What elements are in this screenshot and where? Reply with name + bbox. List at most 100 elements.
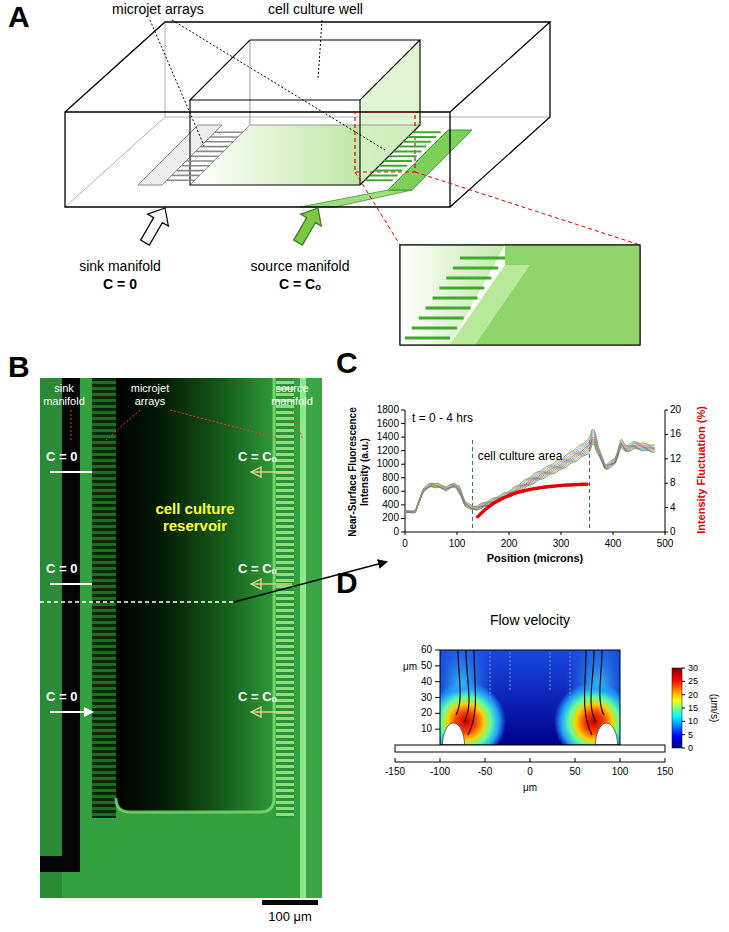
velocity-field: [440, 650, 620, 745]
axis-title: μm: [403, 661, 417, 673]
velocity-field: [490, 652, 570, 700]
concentration-label: C = Cₒ: [238, 562, 277, 577]
region-label: cell culture reservoir: [147, 500, 243, 535]
tick-label: 100: [449, 538, 466, 550]
tick-label: 4: [670, 502, 676, 514]
part-label: sink manifold: [36, 382, 92, 407]
concentration-label: C = Cₒ: [238, 690, 277, 705]
fluorescence-micrograph: [306, 378, 322, 898]
axis-title: Near-Surface Fluorescence Intensity (a.u…: [347, 387, 370, 557]
tick-label: 800: [382, 472, 399, 484]
tick-label: -50: [478, 766, 492, 778]
tick-label: 50: [421, 660, 432, 672]
tick-label: 1000: [377, 458, 399, 470]
tick-label: 16: [670, 429, 681, 441]
tick-label: 0: [393, 526, 399, 538]
device-schematic: [300, 190, 412, 207]
inlet-label: source manifold: [251, 258, 350, 274]
device-schematic: [355, 172, 640, 245]
colorbar-tick: 15: [688, 703, 698, 713]
axis-ticks: [395, 410, 685, 762]
tick-label: 150: [657, 766, 674, 778]
concentration-label: C = 0: [46, 690, 77, 705]
tick-label: 10: [421, 723, 432, 735]
tick-label: 20: [421, 708, 432, 720]
panel-letter: B: [8, 350, 30, 385]
tick-label: -150: [385, 766, 405, 778]
part-label: microjet arrays: [112, 1, 204, 17]
flow-velocity-plot: [443, 723, 618, 745]
colorbar-tick: 20: [688, 689, 698, 699]
tick-label: 30: [421, 692, 432, 704]
device-schematic: [288, 202, 329, 249]
tick-label: 60: [421, 644, 432, 656]
intensity-trace: [405, 435, 655, 512]
colorbar-tick: 25: [688, 676, 698, 686]
inlet-label: sink manifold: [79, 258, 161, 274]
panel-letter: A: [8, 0, 30, 35]
axis-title: Intensity Fluctuation (%): [695, 406, 708, 534]
tick-label: 1600: [377, 418, 399, 430]
fluorescence-micrograph: [40, 378, 80, 872]
fluorescence-micrograph: [92, 378, 116, 818]
flow-velocity-plot: [672, 668, 682, 748]
device-schematic: [150, 20, 385, 150]
intensity-trace: [405, 439, 655, 512]
concentration-label: C = 0: [46, 450, 77, 465]
microjet-channels: [167, 132, 243, 180]
region-label: cell culture area: [478, 450, 563, 464]
device-schematic: [65, 22, 550, 207]
tick-label: 20: [670, 404, 681, 416]
colorbar-tick: 0: [688, 743, 693, 753]
colorbar-tick: 10: [688, 716, 698, 726]
tick-label: 300: [553, 538, 570, 550]
device-schematic: [135, 202, 176, 249]
fluctuation-point: [585, 482, 589, 486]
concentration-label: C = Cₒ: [279, 276, 321, 292]
tick-label: 1400: [377, 431, 399, 443]
plot-title: Flow velocity: [490, 612, 570, 628]
tick-label: 0: [527, 766, 533, 778]
tick-label: 40: [421, 676, 432, 688]
fluorescence-micrograph: [252, 583, 292, 585]
flow-velocity-plot: [440, 650, 620, 745]
concentration-label: C = Cₒ: [238, 450, 277, 465]
colorbar-title: (μm/s): [708, 694, 720, 723]
axis-title: Position (microns): [487, 552, 584, 565]
flow-velocity-plot: [395, 628, 682, 762]
tick-label: 400: [605, 538, 622, 550]
device-schematic: [65, 20, 640, 345]
concentration-label: C = 0: [103, 276, 137, 292]
fluorescence-micrograph: [71, 410, 303, 440]
part-label: cell culture well: [268, 1, 363, 17]
tick-label: 0: [670, 526, 676, 538]
part-label: source manifold: [263, 382, 321, 407]
microjet-channels: [405, 258, 505, 338]
tick-label: 400: [382, 499, 399, 511]
tick-label: 500: [657, 538, 674, 550]
microjet-channels: [365, 132, 441, 180]
generated-art: [167, 132, 685, 762]
tick-label: 8: [670, 477, 676, 489]
intensity-trace: [405, 429, 655, 511]
intensity-trace: [405, 433, 655, 512]
tick-label: 12: [670, 453, 681, 465]
device-schematic: [400, 245, 640, 345]
tick-label: 200: [382, 513, 399, 525]
part-label: microjet arrays: [119, 382, 181, 407]
tick-label: 1200: [377, 445, 399, 457]
fluorescence-micrograph: [40, 378, 386, 905]
intensity-trace: [405, 437, 655, 512]
flow-velocity-plot: [395, 745, 665, 752]
time-note: t = 0 - 4 hrs: [412, 412, 473, 426]
fluorescence-micrograph: [40, 378, 322, 898]
colorbar-tick: 30: [688, 663, 698, 673]
fluorescence-micrograph: [262, 900, 318, 905]
fluorescence-micrograph: [40, 601, 234, 603]
panel-letter: C: [336, 346, 358, 381]
fluorescence-micrograph: [116, 378, 274, 812]
device-schematic: [65, 22, 550, 207]
panel-letter: D: [336, 566, 358, 601]
intensity-trace: [405, 431, 655, 512]
tick-label: 200: [501, 538, 518, 550]
